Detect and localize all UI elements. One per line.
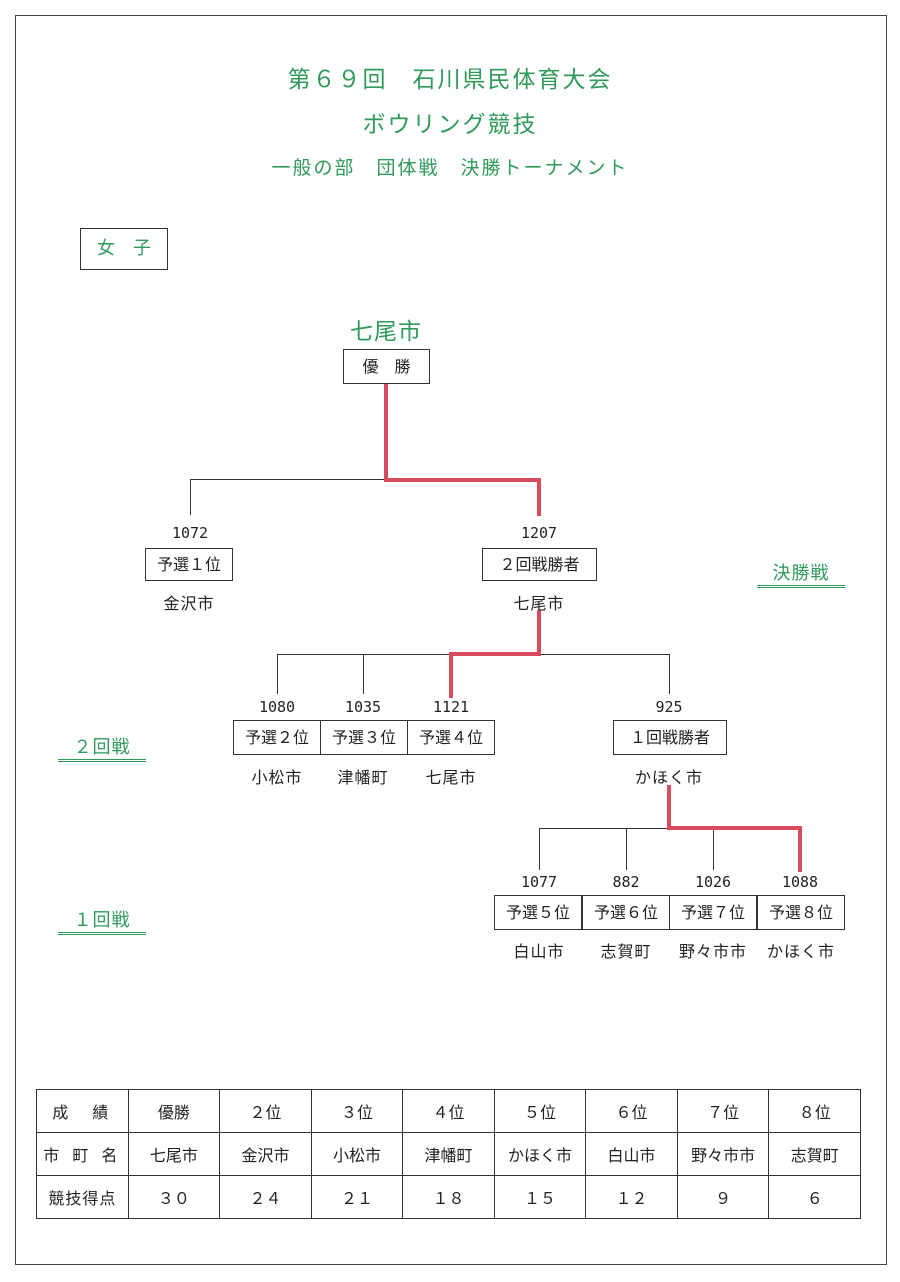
bracket-line xyxy=(277,654,278,694)
seed-box: 予選６位 xyxy=(582,895,670,930)
table-cell: 津幡町 xyxy=(402,1132,495,1176)
seed-box: ２回戦勝者 xyxy=(482,548,597,581)
winner-line xyxy=(537,610,541,656)
seed-box: 予選３位 xyxy=(320,720,408,755)
score: 1207 xyxy=(520,524,558,542)
champion-team: 七尾市 xyxy=(350,319,422,345)
event-title: 第６９回 石川県民体育大会 xyxy=(287,67,613,93)
table-cell: ６ xyxy=(768,1175,861,1219)
table-row: 成 績 優勝 ２位 ３位 ４位 ５位 ６位 ７位 ８位 xyxy=(36,1089,861,1133)
team-name: 白山市 xyxy=(513,942,565,961)
table-row: 市 町 名 七尾市 金沢市 小松市 津幡町 かほく市 白山市 野々市市 志賀町 xyxy=(36,1132,861,1176)
team-name: 七尾市 xyxy=(425,768,477,787)
division-label: 女 子 xyxy=(80,228,168,270)
table-cell: 志賀町 xyxy=(768,1132,861,1176)
bracket-line xyxy=(713,828,714,870)
table-cell: ２位 xyxy=(219,1089,312,1133)
table-cell: ２４ xyxy=(219,1175,312,1219)
round-label-2: ２回戦 xyxy=(58,733,146,762)
winner-line xyxy=(667,826,802,830)
bracket-line xyxy=(539,828,540,870)
table-cell: 優勝 xyxy=(127,1089,221,1133)
winner-line xyxy=(537,478,541,516)
team-name: かほく市 xyxy=(766,942,835,961)
seed-box: 予選８位 xyxy=(757,895,845,930)
row-header: 競技得点 xyxy=(36,1175,129,1219)
winner-line xyxy=(449,652,453,698)
table-row: 競技得点 ３０ ２４ ２１ １８ １５ １２ ９ ６ xyxy=(36,1175,861,1219)
champion-box: 優 勝 xyxy=(343,349,430,384)
seed-box: 予選１位 xyxy=(145,548,233,581)
score: 1072 xyxy=(171,524,209,542)
seed-box: 予選４位 xyxy=(407,720,495,755)
bracket-line xyxy=(669,654,670,694)
row-header: 成 績 xyxy=(36,1089,129,1133)
table-cell: １２ xyxy=(585,1175,678,1219)
sport-title: ボウリング競技 xyxy=(362,112,538,138)
score: 1077 xyxy=(520,873,558,891)
winner-line xyxy=(384,478,541,482)
round-label-final: 決勝戦 xyxy=(757,559,845,588)
seed-box: 予選７位 xyxy=(669,895,757,930)
table-cell: ４位 xyxy=(402,1089,495,1133)
row-header: 市 町 名 xyxy=(36,1132,129,1176)
table-cell: ５位 xyxy=(493,1089,587,1133)
score: 1026 xyxy=(694,873,732,891)
table-cell: １５ xyxy=(493,1175,587,1219)
seed-box: １回戦勝者 xyxy=(613,720,727,755)
table-cell: 金沢市 xyxy=(219,1132,312,1176)
table-cell: かほく市 xyxy=(493,1132,587,1176)
seed-box: 予選２位 xyxy=(233,720,321,755)
results-table: 成 績 優勝 ２位 ３位 ４位 ５位 ６位 ７位 ８位 市 町 名 七尾市 金沢… xyxy=(36,1089,861,1219)
team-name: 野々市市 xyxy=(678,942,747,961)
score: 882 xyxy=(612,873,640,891)
seed-box: 予選５位 xyxy=(494,895,582,930)
bracket-line xyxy=(190,479,191,515)
score: 1080 xyxy=(258,698,296,716)
bracket-line xyxy=(626,828,627,870)
table-cell: ２１ xyxy=(310,1175,404,1219)
score: 1088 xyxy=(781,873,819,891)
table-cell: ６位 xyxy=(585,1089,678,1133)
team-name: 志賀町 xyxy=(600,942,652,961)
bracket-subtitle: 一般の部 団体戦 決勝トーナメント xyxy=(271,157,629,179)
table-cell: ９ xyxy=(676,1175,770,1219)
round-label-1: １回戦 xyxy=(58,906,146,935)
winner-line xyxy=(667,785,671,830)
team-name: 津幡町 xyxy=(337,768,389,787)
score: 1121 xyxy=(432,698,470,716)
bracket-line xyxy=(190,479,386,480)
table-cell: １８ xyxy=(402,1175,495,1219)
bracket-line xyxy=(363,654,364,694)
table-cell: ８位 xyxy=(768,1089,861,1133)
table-cell: ３位 xyxy=(310,1089,404,1133)
table-cell: ３０ xyxy=(127,1175,221,1219)
page-border xyxy=(15,15,887,1265)
table-cell: 小松市 xyxy=(310,1132,404,1176)
team-name: 七尾市 xyxy=(513,594,565,613)
score: 1035 xyxy=(344,698,382,716)
table-cell: 七尾市 xyxy=(127,1132,221,1176)
team-name: 金沢市 xyxy=(163,594,215,613)
winner-line xyxy=(449,652,541,656)
table-cell: 野々市市 xyxy=(676,1132,770,1176)
team-name: かほく市 xyxy=(634,768,703,787)
winner-line xyxy=(384,384,388,482)
winner-line xyxy=(798,826,802,872)
table-cell: ７位 xyxy=(676,1089,770,1133)
team-name: 小松市 xyxy=(251,768,303,787)
table-cell: 白山市 xyxy=(585,1132,678,1176)
score: 925 xyxy=(655,698,683,716)
